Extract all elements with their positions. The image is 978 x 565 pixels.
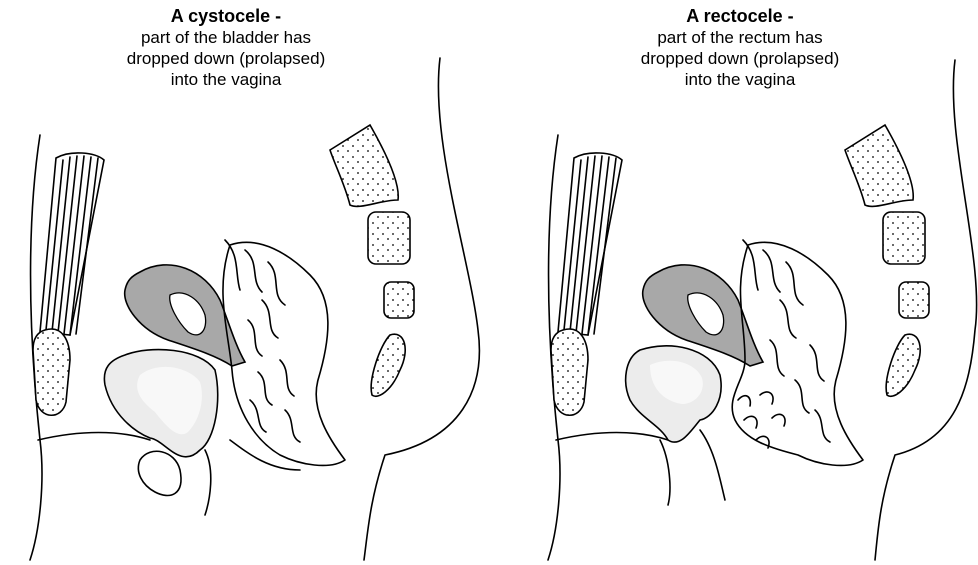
coccyx-segment-1 [368, 212, 410, 264]
thigh-line-2 [556, 433, 668, 441]
vaginal-wall [205, 440, 300, 515]
cystocele-diagram [30, 58, 479, 560]
abdominal-muscle-2 [558, 153, 622, 335]
bowel-loops [225, 240, 300, 442]
abdominal-muscle [40, 153, 104, 335]
pubic-bone [33, 329, 70, 415]
coccyx-segment-2-2 [899, 282, 929, 318]
coccyx-tip-2 [886, 334, 920, 396]
rectocele-bulge [738, 392, 785, 448]
thigh-line [38, 433, 150, 441]
pubic-bone-2 [551, 329, 588, 415]
coccyx-tip [371, 334, 405, 396]
bowel-loops-2 [743, 240, 830, 442]
sacrum [330, 125, 398, 206]
body-outline-back [364, 58, 479, 560]
coccyx-segment-1-2 [883, 212, 925, 264]
sacrum-2 [845, 125, 913, 206]
perineum [138, 451, 181, 495]
coccyx-segment-2 [384, 282, 414, 318]
rectocele-diagram [548, 60, 977, 560]
